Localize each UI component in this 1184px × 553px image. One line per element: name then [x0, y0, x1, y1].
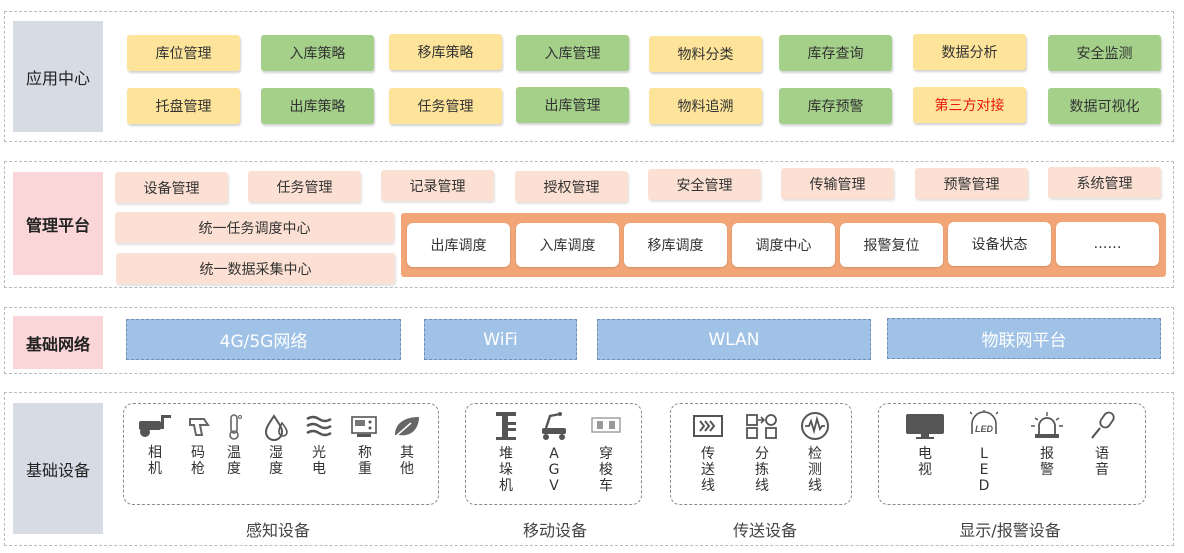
stacker-crane-icon	[496, 412, 516, 440]
leaf-icon	[394, 417, 419, 438]
device-temperature: 温度	[216, 413, 252, 477]
device-agv: AGV	[536, 410, 572, 494]
device-label: 基础设备	[13, 403, 103, 534]
camera-icon	[139, 415, 171, 437]
network-item-iot: 物联网平台	[887, 318, 1161, 359]
mobile-group-title: 移动设备	[522, 521, 587, 540]
scale-icon	[351, 416, 377, 437]
app-item: 数据可视化	[1048, 88, 1161, 124]
device-alarm: 报警	[1029, 410, 1065, 478]
app-item: 托盘管理	[127, 88, 240, 124]
mgmt-item: 任务管理	[248, 171, 361, 202]
mgmt-item: 预警管理	[915, 168, 1028, 199]
microphone-icon	[1091, 411, 1115, 439]
shuttle-car-icon	[591, 417, 621, 433]
device-scanner: 码枪	[180, 413, 216, 477]
mgmt-item: 记录管理	[381, 170, 494, 201]
tv-icon	[906, 414, 944, 439]
display-group	[878, 403, 1146, 505]
device-photoelectric: 光电	[301, 413, 337, 477]
photoelectric-icon	[306, 415, 332, 437]
app-item: 入库策略	[261, 35, 374, 71]
network-item-wifi: WiFi	[424, 319, 577, 360]
inspection-icon	[801, 412, 829, 440]
barcode-gun-icon	[189, 418, 210, 436]
app-item: 物料分类	[649, 36, 762, 72]
schedule-item: ……	[1056, 222, 1159, 266]
network-item-wlan: WLAN	[597, 319, 871, 360]
app-item: 库存预警	[779, 88, 892, 124]
network-layer	[4, 307, 1174, 374]
app-item: 出库策略	[261, 88, 374, 124]
device-tv: 电视	[900, 410, 950, 478]
app-item: 入库管理	[516, 35, 629, 71]
app-item: 移库策略	[389, 34, 502, 70]
app-item-third-party: 第三方对接	[913, 87, 1026, 123]
mgmt-item: 授权管理	[515, 171, 628, 202]
sensing-group-title: 感知设备	[245, 521, 310, 540]
device-camera: 相机	[137, 413, 173, 477]
app-center-layer	[4, 11, 1174, 142]
device-led: LED LED	[966, 410, 1002, 494]
conveyor-group-title: 传送设备	[732, 521, 797, 540]
sensing-group	[123, 403, 439, 505]
svg-text:LED: LED	[975, 424, 994, 434]
app-item: 安全监测	[1048, 35, 1161, 71]
data-collection-center: 统一数据采集中心	[116, 253, 395, 284]
task-dispatch-center: 统一任务调度中心	[115, 212, 394, 243]
device-layer	[4, 392, 1174, 546]
device-shuttle: 穿梭车	[588, 410, 624, 494]
mobile-group	[465, 403, 642, 505]
device-stacker: 堆垛机	[488, 410, 524, 494]
conveyor-icon	[693, 415, 723, 437]
water-drop-icon	[264, 414, 288, 441]
agv-robot-icon	[542, 412, 566, 440]
schedule-item: 入库调度	[516, 223, 619, 267]
led-icon: LED	[969, 410, 999, 434]
app-item: 数据分析	[913, 34, 1026, 70]
device-sorting-line: 分拣线	[744, 410, 780, 494]
device-inspection-line: 检测线	[797, 410, 833, 494]
conveyor-group	[670, 403, 852, 505]
app-item: 任务管理	[389, 88, 502, 124]
device-conveyor-line: 传送线	[690, 410, 726, 494]
network-item-4g5g: 4G/5G网络	[126, 319, 401, 360]
display-group-title: 显示/报警设备	[959, 521, 1061, 540]
device-weighing: 称重	[347, 413, 383, 477]
schedule-item: 设备状态	[948, 222, 1051, 266]
schedule-item: 调度中心	[732, 223, 835, 267]
schedule-item: 报警复位	[840, 223, 943, 267]
schedule-item: 移库调度	[624, 223, 727, 267]
mgmt-item: 安全管理	[648, 169, 761, 200]
mgmt-item: 系统管理	[1048, 167, 1161, 198]
mgmt-item: 传输管理	[781, 168, 894, 199]
app-center-label: 应用中心	[13, 21, 103, 132]
alarm-light-icon	[1031, 412, 1063, 438]
mgmt-layer	[4, 161, 1174, 288]
app-item: 物料追溯	[649, 88, 762, 124]
thermometer-icon	[229, 414, 242, 440]
device-voice: 语音	[1084, 410, 1120, 478]
sorting-icon	[746, 414, 777, 439]
device-humidity: 湿度	[258, 413, 294, 477]
app-item: 库存查询	[779, 35, 892, 71]
mgmt-label: 管理平台	[13, 172, 103, 275]
app-item: 出库管理	[516, 87, 629, 123]
device-other: 其他	[389, 413, 425, 477]
mgmt-item: 设备管理	[115, 172, 228, 203]
app-item: 库位管理	[127, 35, 240, 71]
schedule-item: 出库调度	[407, 223, 510, 267]
network-label: 基础网络	[13, 316, 103, 369]
